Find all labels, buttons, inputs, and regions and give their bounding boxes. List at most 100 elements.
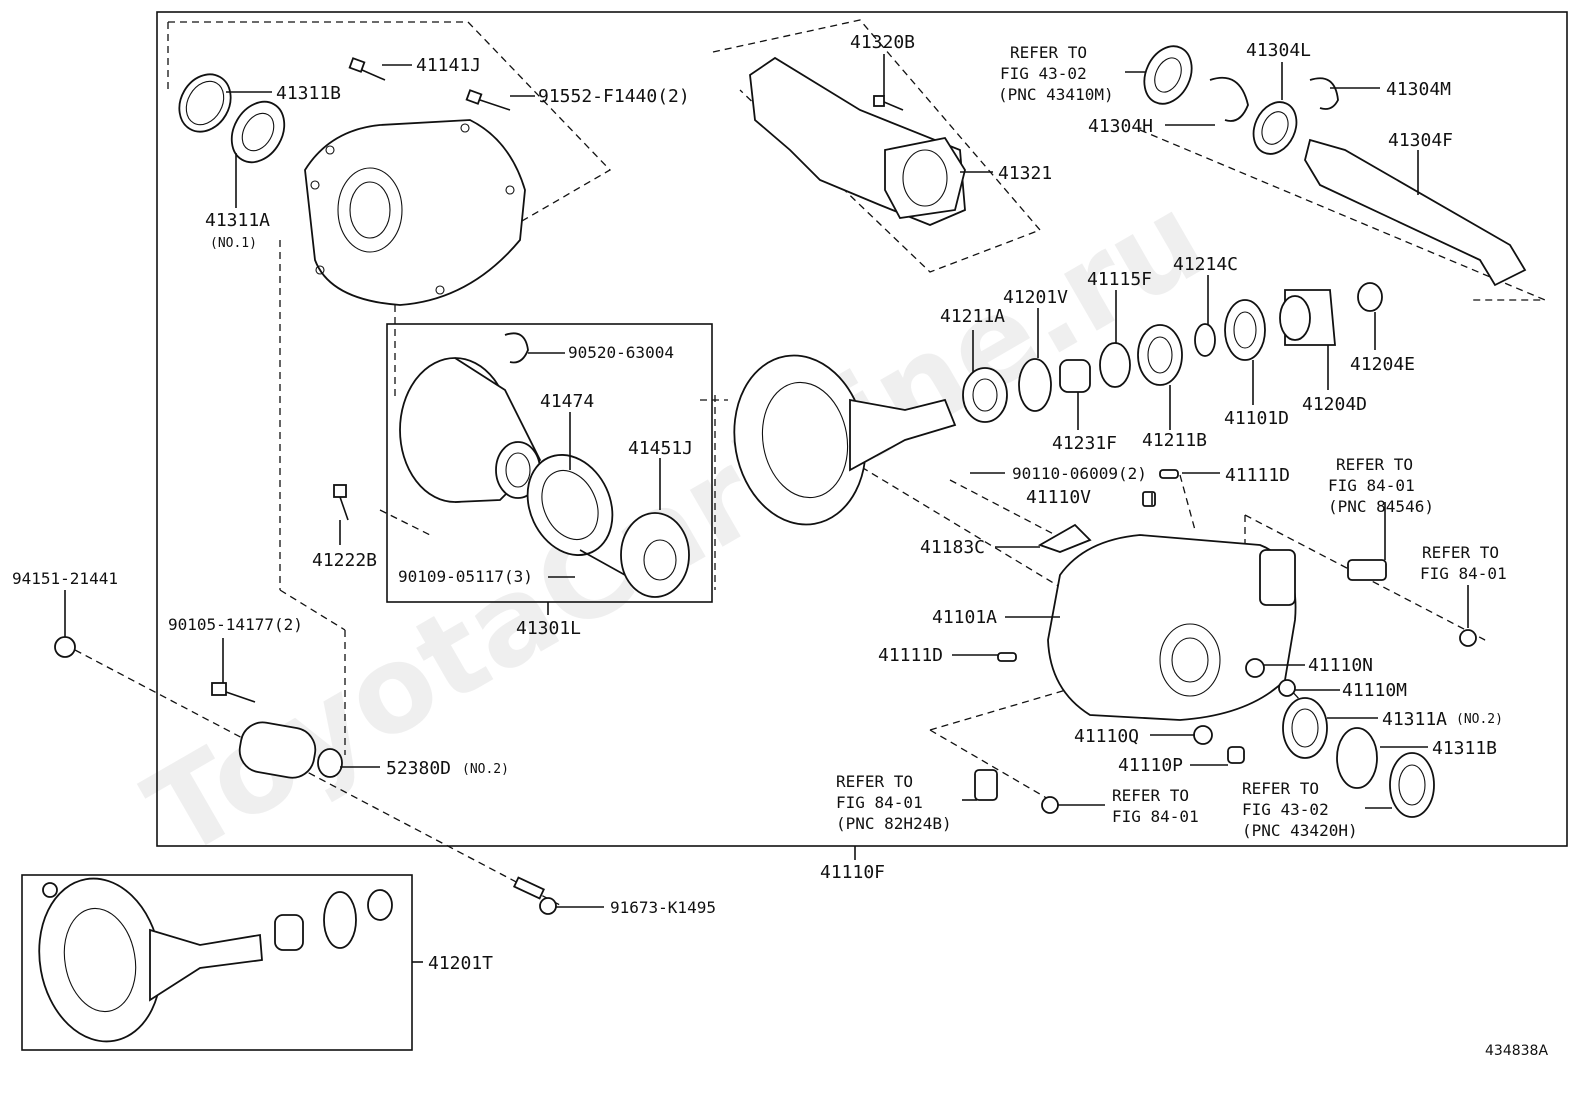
axle-tube	[749, 56, 966, 226]
bearing-41311A-no2	[1282, 697, 1328, 759]
plate-41474	[526, 454, 614, 556]
label-41183C: 41183C	[920, 537, 985, 558]
ref-43-bottom-1: REFER TO	[1242, 779, 1319, 798]
ref-43-bottom-2: FIG 43-02	[1242, 800, 1329, 819]
plug-41110P	[1227, 746, 1245, 764]
ref-84-a-3: (PNC 84546)	[1328, 497, 1434, 516]
bolt-90105	[211, 682, 256, 703]
ref-84-c-1: REFER TO	[836, 772, 913, 791]
dash-group-shaft	[1139, 129, 1546, 301]
bracket-41183C	[1037, 523, 1092, 553]
label-41204D: 41204D	[1302, 394, 1367, 415]
label-41222B: 41222B	[312, 550, 377, 571]
dash-group-tube	[712, 19, 1042, 273]
label-no2-b: (NO.2)	[462, 762, 509, 777]
label-41101A: 41101A	[932, 607, 997, 628]
label-41111D-top: 41111D	[1225, 465, 1290, 486]
ref-43-top-1: REFER TO	[1010, 43, 1087, 62]
label-41201T: 41201T	[428, 953, 493, 974]
gear-41451J	[620, 512, 690, 598]
label-41211B: 41211B	[1142, 430, 1207, 451]
label-41311B-top: 41311B	[276, 83, 341, 104]
oil-seal-43410M	[1143, 45, 1193, 105]
main-frame	[156, 11, 1568, 847]
ring-41115F	[1099, 342, 1131, 388]
label-no1: (NO.1)	[210, 236, 257, 251]
sensor-84546	[1347, 559, 1387, 581]
label-41211A: 41211A	[940, 306, 1005, 327]
actuator-52380D	[238, 721, 343, 779]
label-41101D: 41101D	[1224, 408, 1289, 429]
ring-pinion-set-41201T	[38, 877, 393, 1043]
carrier-cover	[304, 119, 526, 306]
label-41301L: 41301L	[516, 618, 581, 639]
label-41110N: 41110N	[1308, 655, 1373, 676]
ref-84-d-1: REFER TO	[1112, 786, 1189, 805]
figure-code: 434838A	[1485, 1043, 1548, 1059]
label-41204E: 41204E	[1350, 354, 1415, 375]
bearing-41311A	[230, 100, 286, 164]
label-no2: (NO.2)	[1456, 712, 1503, 727]
sensor-82H24B	[974, 769, 998, 801]
snap-ring-41304H	[1209, 76, 1249, 122]
ref-43-bottom-3: (PNC 43420H)	[1242, 821, 1358, 840]
label-41110P: 41110P	[1118, 755, 1183, 776]
differential-carrier	[1047, 534, 1297, 721]
ref-84-d-2: FIG 84-01	[1112, 807, 1199, 826]
label-41110V: 41110V	[1026, 487, 1091, 508]
ref-84-b-2: FIG 84-01	[1420, 564, 1507, 583]
oil-seal-41311B-bottom	[1336, 727, 1378, 789]
ref-84-c-2: FIG 84-01	[836, 793, 923, 812]
label-41201V: 41201V	[1003, 287, 1068, 308]
label-41321: 41321	[998, 163, 1052, 184]
label-41111D-mid: 41111D	[878, 645, 943, 666]
label-41110Q: 41110Q	[1074, 726, 1139, 747]
shim-41201V	[1018, 358, 1052, 412]
bolt-84-01-bottom	[1041, 796, 1059, 814]
label-94151: 94151-21441	[12, 569, 118, 588]
label-90520: 90520-63004	[568, 343, 674, 362]
snap-ring-41304M	[1309, 77, 1339, 110]
label-41304F: 41304F	[1388, 130, 1453, 151]
spacer-41231F	[1059, 359, 1091, 393]
label-41311B-bottom: 41311B	[1432, 738, 1497, 759]
ref-84-a-1: REFER TO	[1336, 455, 1413, 474]
bearing-41211A	[962, 367, 1008, 423]
label-91673: 91673-K1495	[610, 898, 716, 917]
oil-seal-41311B-top	[178, 73, 232, 133]
bearing-41211B	[1137, 324, 1183, 386]
breather-41110V	[1142, 491, 1156, 507]
label-41231F: 41231F	[1052, 433, 1117, 454]
bolt-41141J	[348, 57, 386, 81]
label-91552: 91552-F1440(2)	[538, 86, 690, 107]
snap-ring-90520	[504, 332, 529, 364]
ref-43-top-2: FIG 43-02	[1000, 64, 1087, 83]
bearing-41304L	[1252, 101, 1298, 155]
label-41214C: 41214C	[1173, 254, 1238, 275]
label-41110M: 41110M	[1342, 680, 1407, 701]
shaft-41304F	[1304, 138, 1527, 287]
label-90105: 90105-14177(2)	[168, 615, 303, 634]
ref-84-b-1: REFER TO	[1422, 543, 1499, 562]
ref-84-a-2: FIG 84-01	[1328, 476, 1415, 495]
ring-gear-pinion	[733, 354, 957, 526]
gasket-41110N	[1245, 658, 1265, 678]
flange-41204D	[1279, 289, 1336, 346]
bolt-91673	[513, 876, 557, 915]
nut-94151	[54, 636, 76, 658]
label-41304M: 41304M	[1386, 79, 1451, 100]
bolt-41222B	[333, 484, 349, 521]
washer-41214C	[1194, 323, 1216, 357]
plug-41110M	[1278, 679, 1296, 697]
pin-41111D-mid	[997, 652, 1017, 662]
ref-43-top-3: (PNC 43410M)	[998, 85, 1114, 104]
label-52380D: 52380D	[386, 758, 451, 779]
label-41141J: 41141J	[416, 55, 481, 76]
gasket-41110Q	[1193, 725, 1213, 745]
ref-84-c-3: (PNC 82H24B)	[836, 814, 952, 833]
nut-41204E	[1357, 282, 1383, 312]
bolt-41320B	[873, 95, 904, 111]
label-41304L: 41304L	[1246, 40, 1311, 61]
pin-41111D-top	[1159, 469, 1179, 479]
